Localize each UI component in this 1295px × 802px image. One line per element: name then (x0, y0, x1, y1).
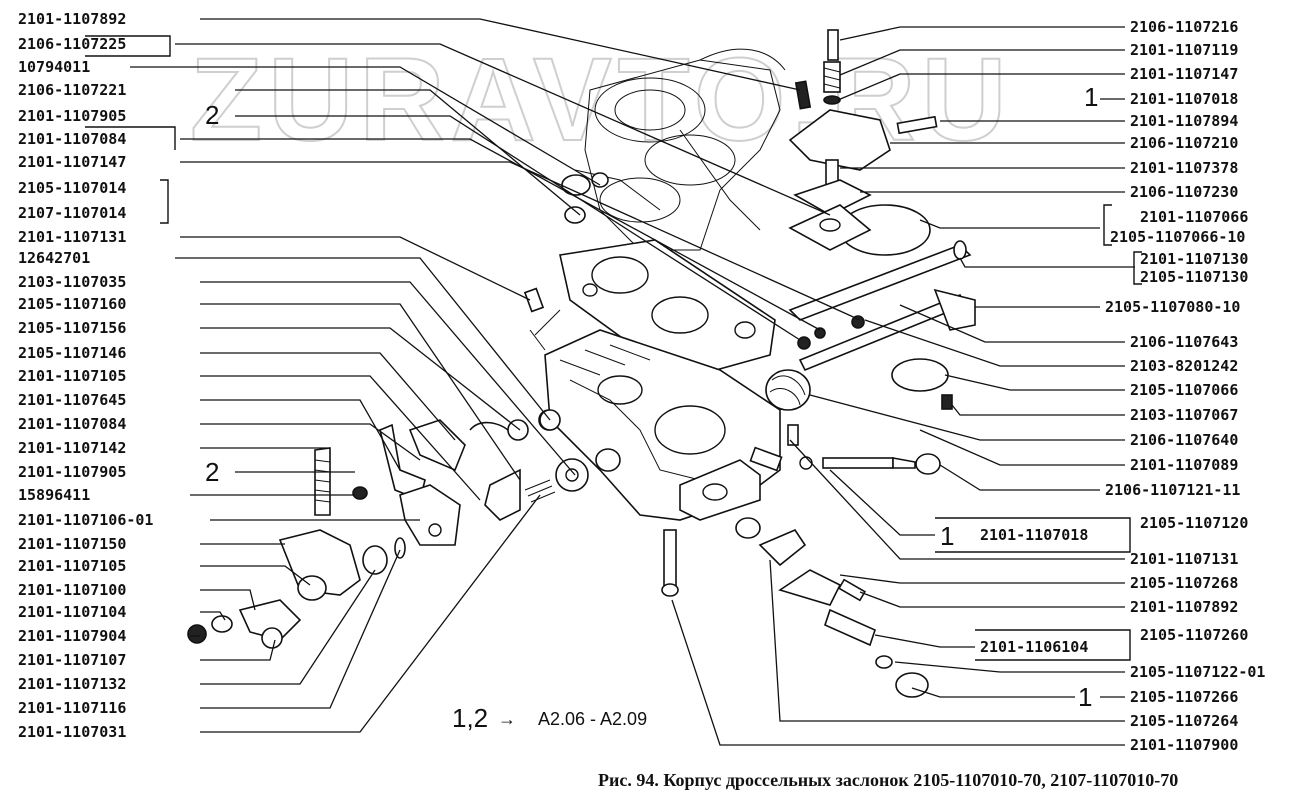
label-right-30: 2105-1107264 (1130, 712, 1238, 730)
label-left-11: 12642701 (18, 249, 90, 267)
label-left-1: 2101-1107892 (18, 10, 126, 28)
label-left-19: 2101-1107142 (18, 439, 126, 457)
label-left-29: 2101-1107132 (18, 675, 126, 693)
legend-note: 1,2 → A2.06 - A2.09 (452, 703, 647, 733)
label-right-12: 2105-1107130 (1140, 268, 1248, 286)
label-right-25: 2101-1107892 (1130, 598, 1238, 616)
label-left-16: 2101-1107105 (18, 367, 126, 385)
brackets (85, 35, 1142, 661)
label-right-6: 2106-1107210 (1130, 134, 1238, 152)
label-right-4: 2101-1107018 (1130, 90, 1238, 108)
leader-lines (130, 18, 1135, 746)
label-left-15: 2105-1107146 (18, 344, 126, 362)
label-left-6: 2101-1107084 (18, 130, 126, 148)
label-right-2: 2101-1107119 (1130, 41, 1238, 59)
label-left-12: 2103-1107035 (18, 273, 126, 291)
label-left-7: 2101-1107147 (18, 153, 126, 171)
label-left-24: 2101-1107105 (18, 557, 126, 575)
left-labels: 2101-1107892 2106-1107225 10794011 2106-… (18, 10, 153, 741)
label-left-20: 2101-1107905 (18, 463, 126, 481)
label-left-5: 2101-1107905 (18, 107, 126, 125)
label-left-2: 2106-1107225 (18, 35, 126, 53)
ref-mark-1-bottom: 1 (1078, 682, 1092, 712)
label-left-4: 2106-1107221 (18, 81, 126, 99)
label-right-17: 2103-1107067 (1130, 406, 1238, 424)
legend-arrow-icon: → (498, 709, 516, 729)
diaphragm-stack (788, 29, 938, 251)
ref-mark-2-left: 2 (205, 457, 219, 487)
label-left-26: 2101-1107104 (18, 603, 126, 621)
label-right-31: 2101-1107900 (1130, 736, 1238, 754)
label-right-18: 2106-1107640 (1130, 431, 1238, 449)
label-left-18: 2101-1107084 (18, 415, 126, 433)
label-right-13: 2105-1107080-10 (1105, 298, 1240, 316)
lower-right-parts (661, 394, 953, 698)
label-right-15: 2103-8201242 (1130, 357, 1238, 375)
label-right-8: 2106-1107230 (1130, 183, 1238, 201)
label-right-29: 2105-1107266 (1130, 688, 1238, 706)
label-right-3: 2101-1107147 (1130, 65, 1238, 83)
label-right-11: 2101-1107130 (1140, 250, 1248, 268)
label-right-26: 2101-1106104 (980, 638, 1088, 656)
label-right-9: 2101-1107066 (1140, 208, 1248, 226)
label-right-27: 2105-1107260 (1140, 626, 1248, 644)
label-left-27: 2101-1107904 (18, 627, 126, 645)
parts-drawing (187, 29, 976, 698)
label-right-16: 2105-1107066 (1130, 381, 1238, 399)
figure-caption: Рис. 94. Корпус дроссельных заслонок 210… (598, 770, 1178, 790)
linkage-parts (187, 287, 589, 649)
label-right-28: 2105-1107122-01 (1130, 663, 1265, 681)
label-left-28: 2101-1107107 (18, 651, 126, 669)
label-right-22: 2105-1107120 (1140, 514, 1248, 532)
label-left-13: 2105-1107160 (18, 295, 126, 313)
label-right-21: 2101-1107018 (980, 526, 1088, 544)
label-right-14: 2106-1107643 (1130, 333, 1238, 351)
throttle-body (538, 329, 783, 521)
label-right-24: 2105-1107268 (1130, 574, 1238, 592)
label-left-31: 2101-1107031 (18, 723, 126, 741)
gasket-plate (529, 239, 776, 381)
label-left-17: 2101-1107645 (18, 391, 126, 409)
label-right-7: 2101-1107378 (1130, 159, 1238, 177)
label-left-9: 2107-1107014 (18, 204, 126, 222)
legend-ranges: A2.06 - A2.09 (538, 709, 647, 729)
label-right-20: 2106-1107121-11 (1105, 481, 1240, 499)
label-right-23: 2101-1107131 (1130, 550, 1238, 568)
ref-mark-1-mid: 1 (940, 521, 954, 551)
label-left-30: 2101-1107116 (18, 699, 126, 717)
label-right-19: 2101-1107089 (1130, 456, 1238, 474)
label-left-3: 10794011 (18, 58, 90, 76)
ref-mark-1-top: 1 (1084, 82, 1098, 112)
label-left-22: 2101-1107106-01 (18, 511, 153, 529)
ref-mark-2-top: 2 (205, 100, 219, 130)
label-right-1: 2106-1107216 (1130, 18, 1238, 36)
label-left-21: 15896411 (18, 486, 90, 504)
reference-marks: 2 1 2 1 1 (205, 82, 1098, 712)
label-left-10: 2101-1107131 (18, 228, 126, 246)
right-labels: 2106-1107216 2101-1107119 2101-1107147 2… (980, 18, 1265, 754)
label-right-5: 2101-1107894 (1130, 112, 1238, 130)
label-right-10: 2105-1107066-10 (1110, 228, 1245, 246)
label-left-23: 2101-1107150 (18, 535, 126, 553)
label-left-14: 2105-1107156 (18, 319, 126, 337)
label-left-25: 2101-1107100 (18, 581, 126, 599)
label-left-8: 2105-1107014 (18, 179, 126, 197)
upper-body-outline (561, 48, 786, 251)
shafts (765, 204, 976, 411)
legend-refs: 1,2 (452, 703, 488, 733)
